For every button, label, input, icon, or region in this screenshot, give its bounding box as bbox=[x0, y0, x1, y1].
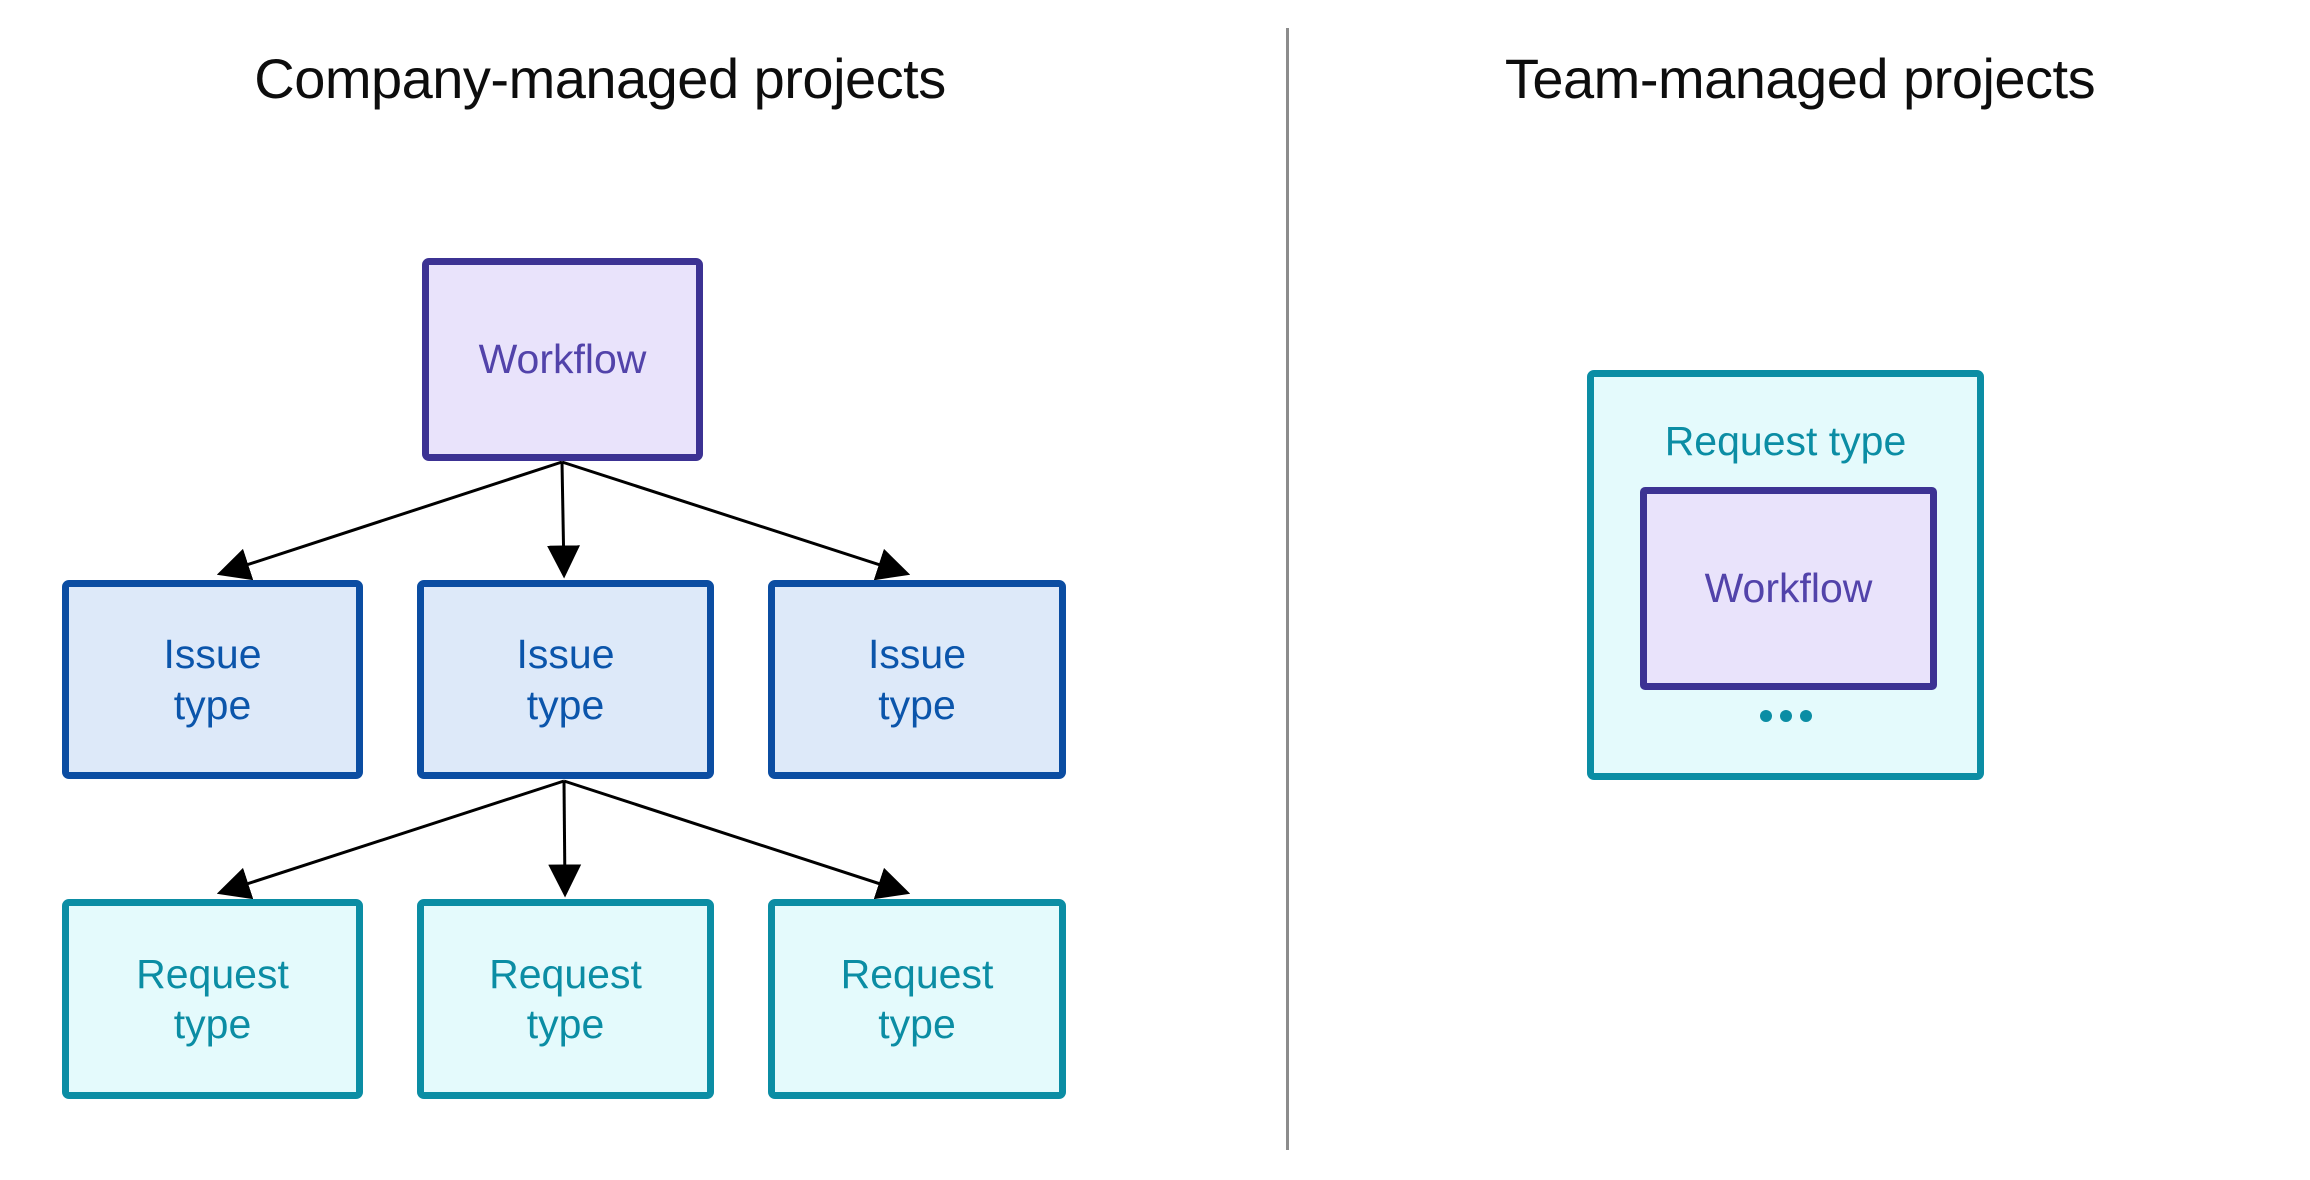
issue-type-node-3[interactable]: Issue type bbox=[768, 580, 1066, 779]
arrow-issue-to-request-3 bbox=[563, 779, 911, 900]
issue-type-node-1[interactable]: Issue type bbox=[62, 580, 363, 779]
ellipsis-dot-3 bbox=[1799, 710, 1812, 722]
request-type-label: Request type bbox=[1664, 418, 1907, 464]
arrow-workflow-to-issue-3 bbox=[561, 460, 911, 581]
ellipsis-icon bbox=[1594, 710, 1977, 722]
issue-type-node-2[interactable]: Issue type bbox=[417, 580, 714, 779]
page-title-team-managed: Team-managed projects bbox=[1504, 47, 2096, 110]
request-type-node-1[interactable]: Request type bbox=[62, 899, 363, 1099]
arrow-workflow-to-issue-2 bbox=[547, 461, 581, 579]
arrow-issue-to-request-2 bbox=[548, 780, 582, 898]
ellipsis-dot-2 bbox=[1779, 710, 1792, 722]
request-type-container[interactable]: Request type Workflow bbox=[1587, 370, 1984, 780]
panel-divider bbox=[1286, 28, 1289, 1150]
nested-workflow-node[interactable]: Workflow bbox=[1640, 487, 1937, 690]
arrow-issue-to-request-1 bbox=[216, 779, 565, 900]
ellipsis-dot-1 bbox=[1759, 710, 1772, 722]
page-title-company-managed: Company-managed projects bbox=[254, 47, 946, 110]
request-type-node-2[interactable]: Request type bbox=[417, 899, 714, 1099]
request-type-node-3[interactable]: Request type bbox=[768, 899, 1066, 1099]
workflow-node[interactable]: Workflow bbox=[422, 258, 703, 461]
arrow-workflow-to-issue-1 bbox=[216, 460, 563, 581]
